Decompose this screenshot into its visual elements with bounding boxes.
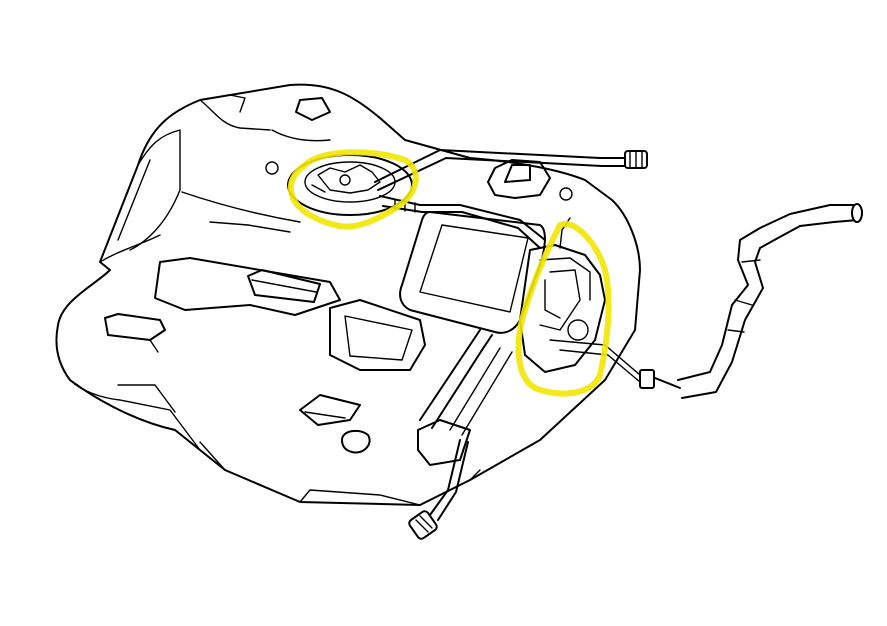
fuel-tank-body bbox=[55, 83, 641, 506]
tank-top-ridges bbox=[181, 94, 573, 233]
rear-mount bbox=[487, 159, 551, 199]
vent-tubes bbox=[417, 329, 513, 466]
wiring-harness bbox=[408, 439, 469, 540]
center-pad bbox=[399, 211, 546, 334]
highlight-evap-canister bbox=[515, 220, 612, 397]
filler-neck-hose bbox=[639, 203, 863, 399]
highlight-marks bbox=[287, 149, 612, 397]
evap-canister bbox=[519, 217, 641, 383]
tank-recesses bbox=[104, 257, 426, 471]
fuel-feed-line bbox=[374, 149, 648, 191]
highlight-fuel-pump bbox=[287, 149, 419, 230]
